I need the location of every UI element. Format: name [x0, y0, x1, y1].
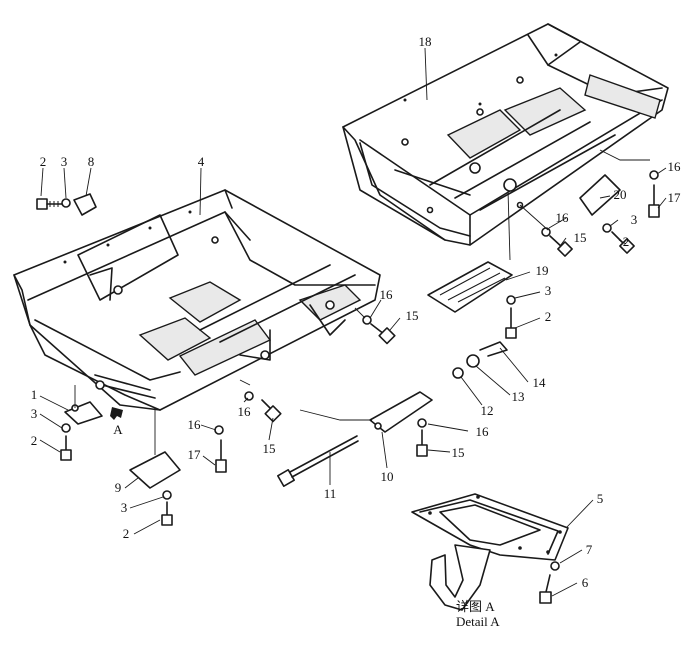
long-bolt-11 [277, 435, 359, 487]
callout-2: 2 [545, 309, 552, 324]
callout-16: 16 [380, 287, 394, 302]
bolt-17-right [648, 184, 660, 218]
callout-10: 10 [381, 469, 394, 484]
callout-6: 6 [582, 575, 589, 590]
washer-3-mid-right [506, 295, 516, 305]
bolt-15-left [261, 399, 282, 423]
cover-plate-8 [73, 193, 97, 216]
cotter-pin-14 [479, 341, 508, 357]
callout-15: 15 [263, 441, 276, 456]
bolt-15-lower [416, 429, 428, 457]
detail-caption-en: Detail A [456, 614, 500, 629]
washer-16-right [649, 170, 659, 180]
callout-16: 16 [668, 159, 682, 174]
callout-16: 16 [476, 424, 490, 439]
callout-16: 16 [188, 417, 202, 432]
rear-under-guard [342, 23, 669, 246]
front-under-guard [13, 189, 381, 411]
cover-plate-19 [427, 261, 513, 313]
washer-16-left [244, 391, 254, 401]
shim-20 [579, 174, 621, 216]
bolt-2-lower-left [60, 435, 72, 461]
callout-9: 9 [115, 480, 122, 495]
callout-15: 15 [452, 445, 465, 460]
callout-5: 5 [597, 491, 604, 506]
washer-16-lower [417, 418, 427, 428]
bolt-17-left [215, 439, 227, 473]
washer-16-mid [541, 227, 551, 237]
plate-1 [64, 401, 103, 425]
tow-hook-detail [411, 493, 569, 611]
callout-17: 17 [668, 190, 682, 205]
washer-12 [452, 367, 464, 379]
view-a-arrow [110, 407, 123, 420]
washer-7 [550, 561, 560, 571]
washer-3-right [602, 223, 612, 233]
washer-3-lower-left [61, 423, 71, 433]
callout-11: 11 [324, 486, 337, 501]
callout-3: 3 [631, 212, 638, 227]
plate-9 [129, 451, 181, 489]
callout-labels: 2 3 8 4 18 16 17 20 16 15 3 2 19 3 2 16 … [31, 34, 681, 590]
callout-16: 16 [238, 404, 252, 419]
bolt-6 [539, 574, 552, 604]
nut-13 [466, 354, 480, 368]
callout-3: 3 [61, 154, 68, 169]
callout-17: 17 [188, 447, 202, 462]
callout-2: 2 [623, 234, 630, 249]
callout-15: 15 [574, 230, 587, 245]
callout-20: 20 [614, 187, 627, 202]
callout-19: 19 [536, 263, 549, 278]
callout-2: 2 [31, 433, 38, 448]
callout-7: 7 [586, 542, 593, 557]
callout-3: 3 [545, 283, 552, 298]
detail-caption-zh: 详图 A [456, 599, 495, 614]
callout-2: 2 [123, 526, 130, 541]
washer-16-lower-left [214, 425, 224, 435]
callout-2: 2 [40, 154, 47, 169]
callout-14: 14 [533, 375, 547, 390]
callout-1: 1 [31, 387, 38, 402]
callout-13: 13 [512, 389, 525, 404]
bolt-2-mid-right [505, 307, 517, 339]
callout-8: 8 [88, 154, 95, 169]
callout-12: 12 [481, 403, 494, 418]
bolt-2-top-left [36, 198, 63, 210]
view-marker-a: A [113, 422, 123, 437]
callout-16: 16 [556, 210, 570, 225]
washer-3-bottom [162, 490, 172, 500]
callout-18: 18 [419, 34, 432, 49]
assembly-lines [74, 149, 650, 455]
callout-4: 4 [198, 154, 205, 169]
callout-15: 15 [406, 308, 419, 323]
leader-lines [39, 47, 667, 597]
bolt-15-center [370, 323, 396, 345]
bolt-15-upper [549, 235, 573, 257]
callout-3: 3 [31, 406, 38, 421]
bolt-2-bottom [161, 501, 173, 526]
washer-3-top-left [61, 198, 71, 208]
callout-3: 3 [121, 500, 128, 515]
